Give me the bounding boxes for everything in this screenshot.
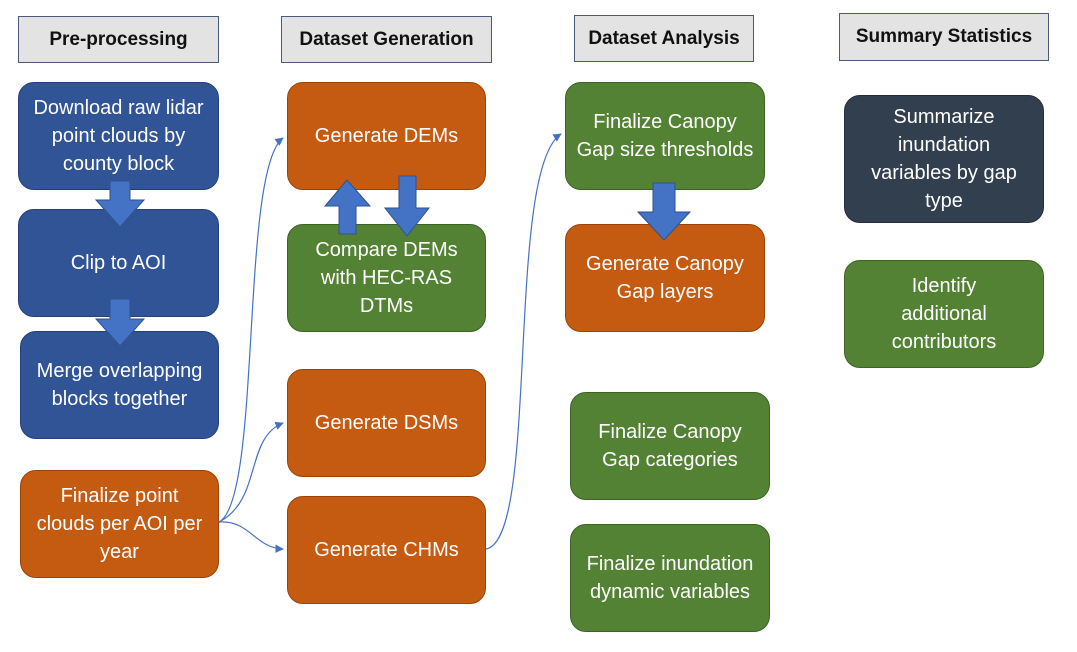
box-finalize-point-clouds: Finalize point clouds per AOI per year bbox=[20, 470, 219, 578]
connector-chms-to-gap-thresholds bbox=[485, 133, 562, 550]
box-summarize-inundation: Summarize inundation variables by gap ty… bbox=[844, 95, 1044, 223]
box-generate-dems: Generate DEMs bbox=[287, 82, 486, 190]
connector-point-clouds-to-dsms bbox=[218, 421, 284, 523]
box-generate-gap-layers: Generate Canopy Gap layers bbox=[565, 224, 765, 332]
box-compare-dems: Compare DEMs with HEC-RAS DTMs bbox=[287, 224, 486, 332]
box-finalize-inundation-variables: Finalize inundation dynamic variables bbox=[570, 524, 770, 632]
header-dataset-generation: Dataset Generation bbox=[281, 16, 492, 63]
header-pre-processing: Pre-processing bbox=[18, 16, 219, 63]
box-finalize-gap-categories: Finalize Canopy Gap categories bbox=[570, 392, 770, 500]
box-generate-dsms: Generate DSMs bbox=[287, 369, 486, 477]
box-identify-contributors: Identify additional contributors bbox=[844, 260, 1044, 368]
box-download-lidar: Download raw lidar point clouds by count… bbox=[18, 82, 219, 190]
box-clip-to-aoi: Clip to AOI bbox=[18, 209, 219, 317]
header-dataset-analysis: Dataset Analysis bbox=[574, 15, 754, 62]
box-merge-blocks: Merge overlapping blocks together bbox=[20, 331, 219, 439]
connector-point-clouds-to-dems bbox=[218, 137, 284, 523]
box-generate-chms: Generate CHMs bbox=[287, 496, 486, 604]
connector-point-clouds-to-chms bbox=[218, 521, 284, 553]
box-finalize-gap-thresholds: Finalize Canopy Gap size thresholds bbox=[565, 82, 765, 190]
header-summary-statistics: Summary Statistics bbox=[839, 13, 1049, 61]
